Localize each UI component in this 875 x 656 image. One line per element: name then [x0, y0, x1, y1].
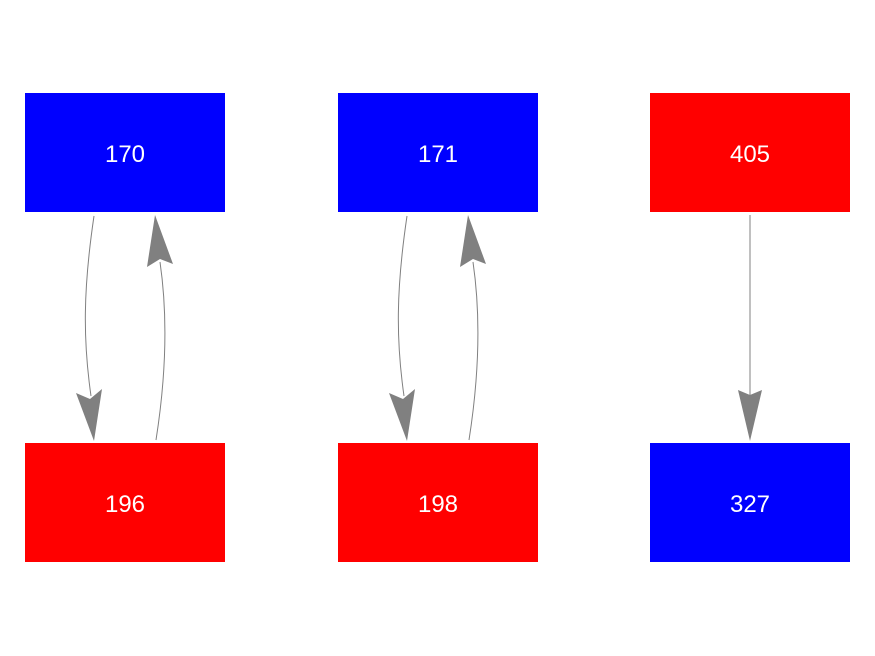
node-box	[650, 443, 850, 562]
edge-line	[397, 215, 408, 397]
edge-196-170	[147, 215, 173, 441]
node-label: 198	[418, 491, 458, 518]
nodes-layer: 170 196 171 198 405 327	[25, 93, 850, 562]
arrowhead-icon	[738, 390, 762, 441]
node-box	[338, 443, 538, 562]
arrowhead-icon	[389, 389, 415, 441]
edge-198-171	[460, 215, 486, 441]
node-box	[25, 93, 225, 212]
arrowhead-icon	[460, 215, 486, 267]
node-170[interactable]: 170	[25, 93, 225, 212]
node-405[interactable]: 405	[650, 93, 850, 212]
node-171[interactable]: 171	[338, 93, 538, 212]
edge-line	[468, 261, 479, 441]
node-label: 196	[105, 491, 145, 518]
node-label: 171	[418, 141, 458, 168]
edge-170-196	[76, 215, 102, 441]
node-label: 405	[730, 141, 770, 168]
edge-171-198	[389, 215, 415, 441]
node-box	[25, 443, 225, 562]
edge-line	[84, 215, 95, 397]
edge-line	[155, 261, 166, 441]
arrowhead-icon	[76, 389, 102, 441]
arrowhead-icon	[147, 215, 173, 267]
edge-405-327	[738, 215, 762, 441]
node-box	[650, 93, 850, 212]
node-label: 327	[730, 491, 770, 518]
node-label: 170	[105, 141, 145, 168]
node-327[interactable]: 327	[650, 443, 850, 562]
node-198[interactable]: 198	[338, 443, 538, 562]
node-box	[338, 93, 538, 212]
edges-layer	[76, 215, 762, 441]
node-196[interactable]: 196	[25, 443, 225, 562]
